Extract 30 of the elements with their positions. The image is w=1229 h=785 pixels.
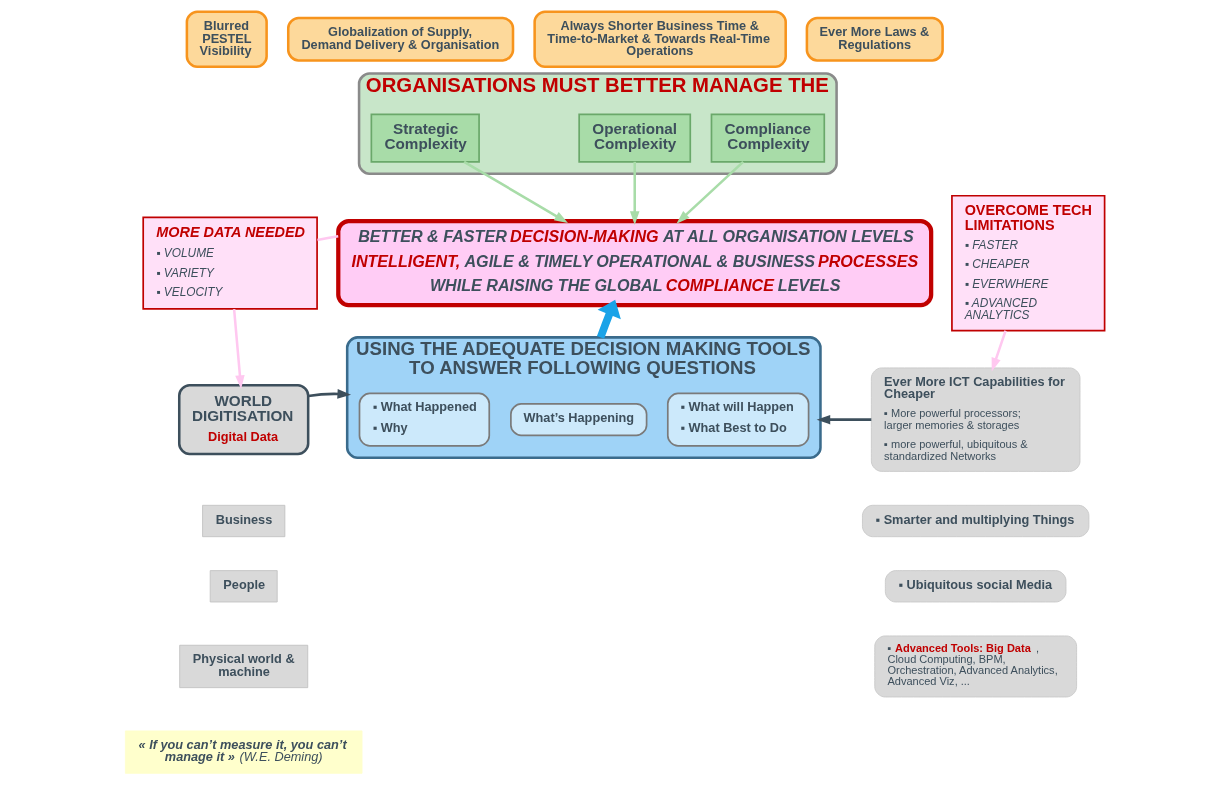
arrow (463, 160, 568, 223)
node-box: Business (201, 504, 285, 538)
node-box: MORE DATA NEEDED ▪ VOLUME ▪ VARIETY ▪ VELOCITY (141, 216, 318, 310)
node-box: ▪ Smarter and multiplying Things (861, 504, 1089, 538)
node-box: WORLD DIGITISATION Digital Data (177, 384, 309, 456)
node-box: Ever More ICT Capabilities for Cheaper ▪ More powerful processors; larger memories & storages ▪ more powerful, ubiquitous & standardized Networks (870, 367, 1080, 472)
node-box: Physical world & machine (178, 644, 308, 689)
connector (316, 235, 338, 242)
node-box: ▪ Ubiquitous social Media (884, 570, 1066, 603)
node-box: « If you can’t measure it, you can’t manage it » (W.E. Deming) (124, 730, 362, 774)
node-box: Strategic Complexity (370, 113, 480, 163)
arrow (232, 309, 245, 389)
arrow (596, 299, 621, 339)
arrow (629, 161, 639, 225)
node-box: Blurred PESTEL Visibility (185, 10, 268, 69)
node-box: ▪ What will Happen ▪ What Best to Do (666, 392, 809, 447)
arrow (307, 389, 351, 399)
node-box: OVERCOME TECH LIMITATIONS ▪ FASTER ▪ CHEAPER ▪ EVERWHERE ▪ ADVANCED ANALYTICS (950, 194, 1105, 332)
node-box: Ever More Laws & Regulations (805, 16, 944, 62)
node-box: Operational Complexity (577, 113, 691, 163)
node-box: Globalization of Supply, Demand Delivery & Organisation (286, 16, 514, 62)
node-box: Always Shorter Business Time & Time-to-Market & Towards Real-Time Operations (532, 10, 787, 69)
node-box: People (209, 570, 278, 603)
arrow (816, 414, 871, 425)
node-box: ▪ Advanced Tools: Big Data, Cloud Computing, BPM, Orchestration, Advanced Analytics, Advanced Viz, ... (873, 635, 1077, 698)
node-box: What’s Happening (509, 403, 647, 437)
node-box: Compliance Complexity (710, 113, 825, 163)
node-box: ▪ What Happened ▪ Why (358, 392, 490, 447)
arrow (991, 330, 1007, 372)
node-box: BETTER & FASTER DECISION-MAKING AT ALL ORGANISATION LEVELS INTELLIGENT, AGILE & TIMELY OPERATIONAL & BUSINESS PROCESSES WHILE RAISING THE GLOBAL COMPLIANCE LEVELS (335, 219, 933, 308)
